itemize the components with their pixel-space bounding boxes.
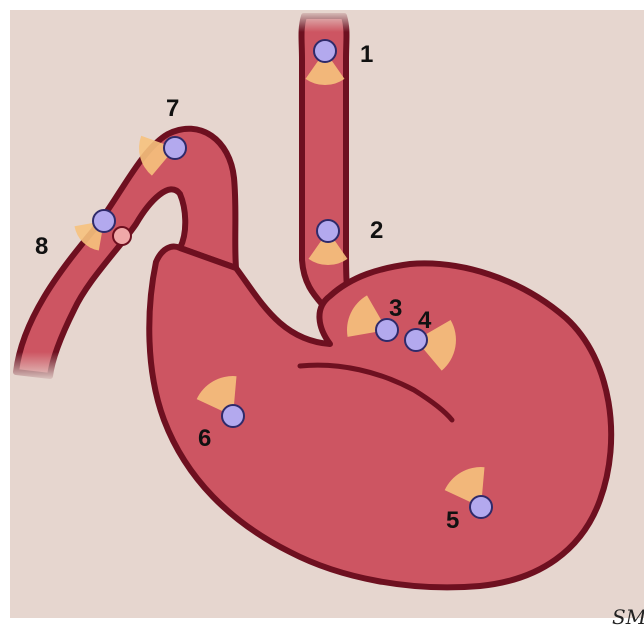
label-7: 7 [166,95,179,122]
sensor-2 [317,220,339,242]
label-6: 6 [198,425,211,452]
label-8: 8 [35,233,48,260]
sensor-3 [376,319,398,341]
label-1: 1 [360,41,373,68]
sensor-6 [222,405,244,427]
label-3: 3 [389,295,402,322]
sensor-5 [470,496,492,518]
sensor-1 [314,40,336,62]
esophagus-fade [298,10,350,32]
sensor-8 [93,210,115,232]
label-5: 5 [446,507,459,534]
artist-signature: SM [612,605,644,628]
sensor-7 [164,137,186,159]
label-2: 2 [370,217,383,244]
small-pink-marker [113,227,131,245]
duodenum-fade [10,352,70,382]
label-4: 4 [418,307,432,334]
